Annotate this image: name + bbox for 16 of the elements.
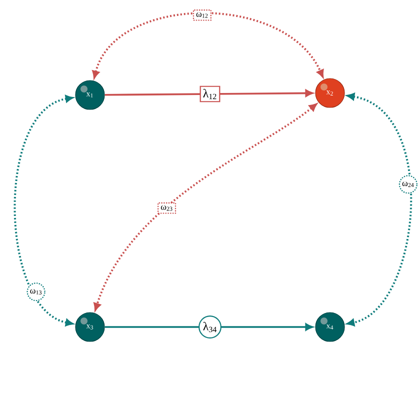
edge-label: λ$_{34}$ — [198, 316, 222, 338]
arrow — [94, 104, 317, 311]
arrow — [92, 12, 324, 78]
arrow — [346, 93, 412, 326]
edge-label: ω$_{23}$ — [158, 202, 176, 214]
edge-label: λ$_{12}$ — [200, 86, 220, 102]
edge-label: ω$_{24}$ — [398, 175, 418, 194]
edge-label: ω$_{12}$ — [192, 9, 212, 21]
sphere-node: x$_{2}$ — [315, 78, 345, 108]
sphere-node: x$_{4}$ — [315, 312, 345, 342]
sphere-node: x$_{3}$ — [75, 312, 105, 342]
arrow — [104, 323, 313, 331]
sphere-node: x$_{1}$ — [75, 80, 105, 110]
arrow — [104, 90, 313, 97]
edge-label: ω$_{13}$ — [26, 282, 46, 302]
arrow — [14, 95, 74, 326]
